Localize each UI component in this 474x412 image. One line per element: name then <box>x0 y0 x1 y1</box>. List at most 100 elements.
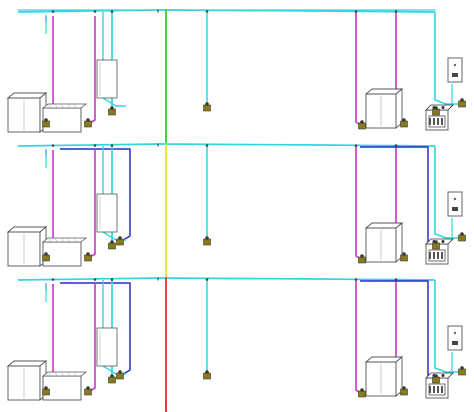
valve-body <box>400 120 408 128</box>
valve-handle <box>110 374 114 378</box>
valve-handle <box>110 240 114 244</box>
valve-handle <box>402 252 406 256</box>
valve <box>432 240 440 250</box>
valve <box>108 106 116 116</box>
valve <box>458 232 466 242</box>
stove-rack <box>429 386 431 393</box>
valve <box>400 386 408 396</box>
valve-body <box>108 376 116 384</box>
pipe-tee <box>394 10 398 13</box>
valve-body <box>203 104 211 112</box>
valve <box>116 370 124 380</box>
valve-handle <box>86 118 90 122</box>
valve <box>116 236 124 246</box>
pipe-tee <box>354 10 358 13</box>
wall-water-heater <box>447 325 463 351</box>
floor-section-3 <box>6 277 466 412</box>
valve-handle <box>110 106 114 110</box>
pipe-tee <box>51 10 55 13</box>
main-header-pipe <box>17 143 436 147</box>
stove-rack <box>433 386 435 393</box>
valve-body <box>400 254 408 262</box>
valve <box>358 388 366 398</box>
valve-body <box>116 238 124 246</box>
tank-grille <box>68 104 70 108</box>
wall-water-heater <box>447 57 463 83</box>
heater-body <box>447 191 463 217</box>
right-cyan-drop <box>434 280 460 373</box>
pipe-tee <box>394 144 398 147</box>
heater-knob <box>453 197 457 201</box>
right-magenta-drop <box>355 145 363 261</box>
valve <box>203 370 211 380</box>
valve-handle <box>402 386 406 390</box>
stove-rack <box>437 386 439 393</box>
valve-body <box>358 122 366 130</box>
tank-grille <box>55 104 57 108</box>
floor-section-1 <box>6 9 466 145</box>
pipe-tee <box>205 10 209 13</box>
valve <box>42 386 50 396</box>
burner <box>441 240 445 243</box>
pipe-tee <box>205 278 209 281</box>
pipe-tee <box>51 278 55 281</box>
wall-water-heater <box>447 191 463 217</box>
burner <box>441 106 445 109</box>
burner <box>441 374 445 377</box>
valve-body <box>432 242 440 250</box>
valve <box>358 120 366 130</box>
valve-body <box>432 108 440 116</box>
valve <box>84 118 92 128</box>
stove-rack <box>441 252 443 259</box>
left-magenta-drop-2 <box>87 284 96 393</box>
valve-body <box>108 242 116 250</box>
tank-top <box>41 103 88 109</box>
valve-body <box>84 388 92 396</box>
valve <box>400 252 408 262</box>
left-blue-branch <box>60 148 131 243</box>
valve-body <box>42 254 50 262</box>
storage-tank <box>41 103 88 133</box>
boiler-unit <box>364 356 404 397</box>
valve-handle <box>118 236 122 240</box>
panel-body <box>96 59 118 99</box>
valve-handle <box>460 232 464 236</box>
floor-section-2 <box>6 143 466 279</box>
valve-handle <box>86 386 90 390</box>
valve-handle <box>402 118 406 122</box>
valve-body <box>358 256 366 264</box>
tank-grille <box>61 372 64 376</box>
tank-grille <box>68 238 70 242</box>
left-magenta-drop-2 <box>87 16 96 125</box>
valve <box>203 102 211 112</box>
valve-handle <box>460 366 464 370</box>
wall-panel <box>96 193 118 233</box>
boiler-unit <box>364 222 404 263</box>
valve-handle <box>86 252 90 256</box>
tank-top <box>41 237 88 243</box>
stove-rack <box>441 118 443 125</box>
valve <box>432 374 440 384</box>
valve-body <box>84 254 92 262</box>
pipe-tee <box>110 278 114 281</box>
valve-body <box>203 372 211 380</box>
tank-grille <box>49 104 51 108</box>
boiler-unit <box>6 226 48 267</box>
main-header-pipe <box>17 277 436 281</box>
valve-body <box>400 388 408 396</box>
tank-grille <box>74 104 76 108</box>
stove-rack <box>437 118 439 125</box>
pipe-tee <box>93 278 97 281</box>
stove-rack <box>441 386 443 393</box>
wall-panel <box>96 327 118 367</box>
valve-handle <box>205 236 209 240</box>
valve <box>400 118 408 128</box>
valve-handle <box>434 374 438 378</box>
valve-handle <box>205 370 209 374</box>
valve-handle <box>118 370 122 374</box>
valve-handle <box>460 98 464 102</box>
valve <box>84 252 92 262</box>
stove-rack <box>429 252 431 259</box>
valve-handle <box>44 252 48 256</box>
stove-rack <box>433 118 435 125</box>
